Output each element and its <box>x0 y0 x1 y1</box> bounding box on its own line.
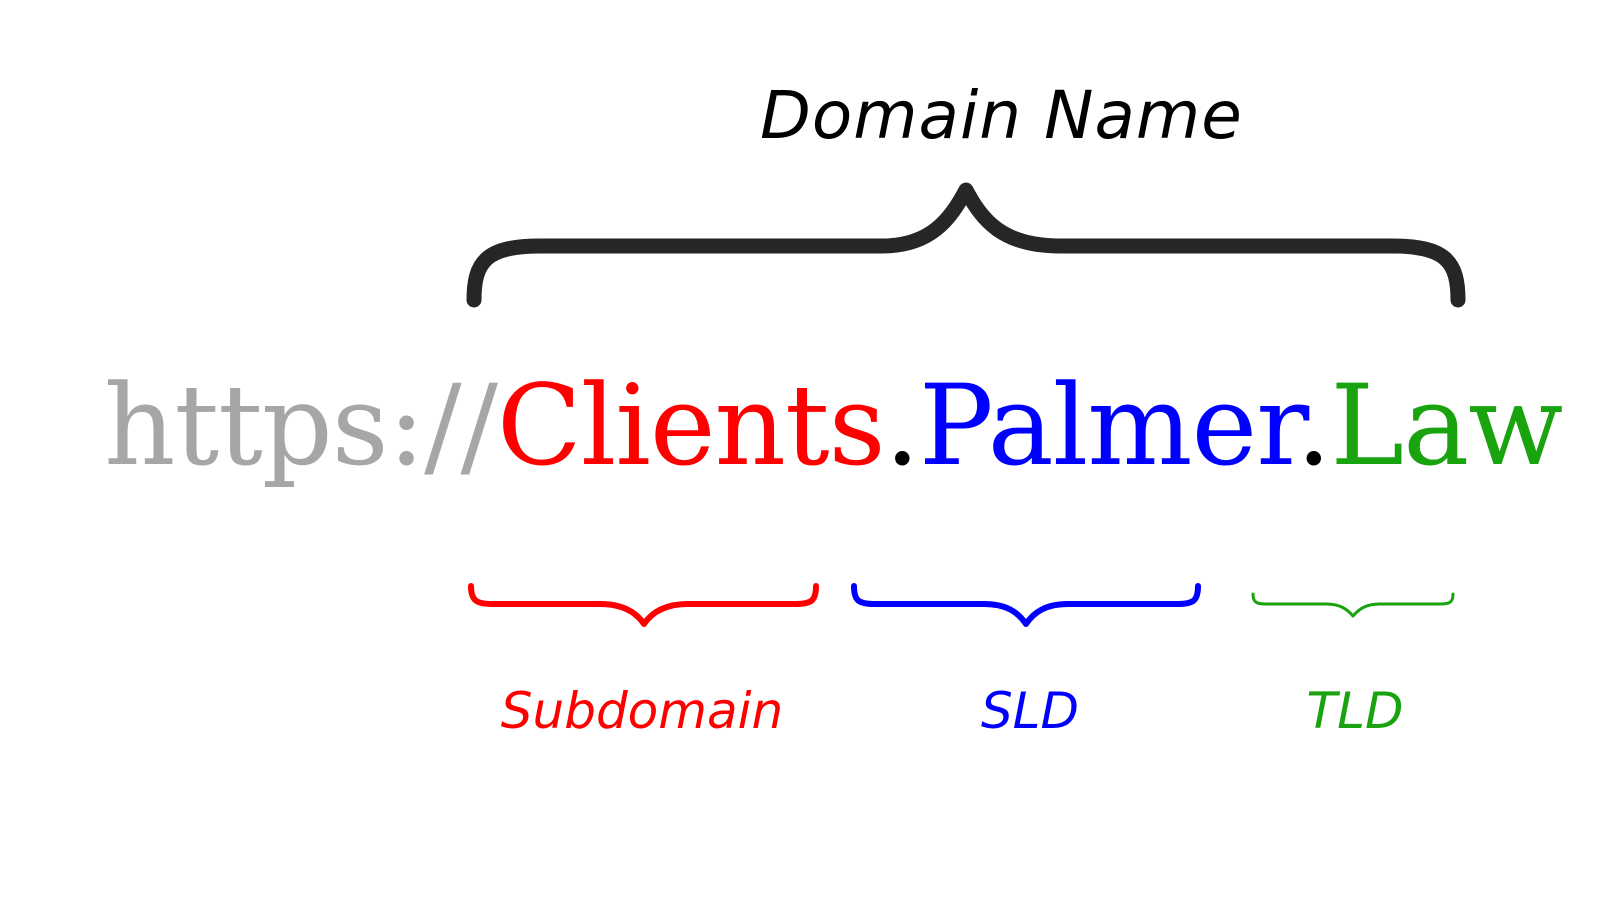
sld-label: SLD <box>980 682 1080 740</box>
url-dot-2: . <box>1296 362 1331 491</box>
subdomain-label: Subdomain <box>500 682 784 740</box>
domain-name-brace <box>466 182 1466 308</box>
url-subdomain: Clients <box>496 362 886 491</box>
subdomain-brace <box>468 583 819 627</box>
tld-brace <box>1251 592 1455 618</box>
url-scheme: https:// <box>104 362 498 491</box>
sld-brace <box>851 583 1201 627</box>
url-tld: Law <box>1330 362 1563 491</box>
domain-name-heading: Domain Name <box>690 76 1290 156</box>
domain-name-heading-text: Domain Name <box>760 77 1243 154</box>
url-sld: Palmer <box>918 362 1297 491</box>
url-text: https://Clients.Palmer.Law <box>104 352 1563 502</box>
tld-label: TLD <box>1306 682 1404 740</box>
url-dot-1: . <box>884 362 920 491</box>
